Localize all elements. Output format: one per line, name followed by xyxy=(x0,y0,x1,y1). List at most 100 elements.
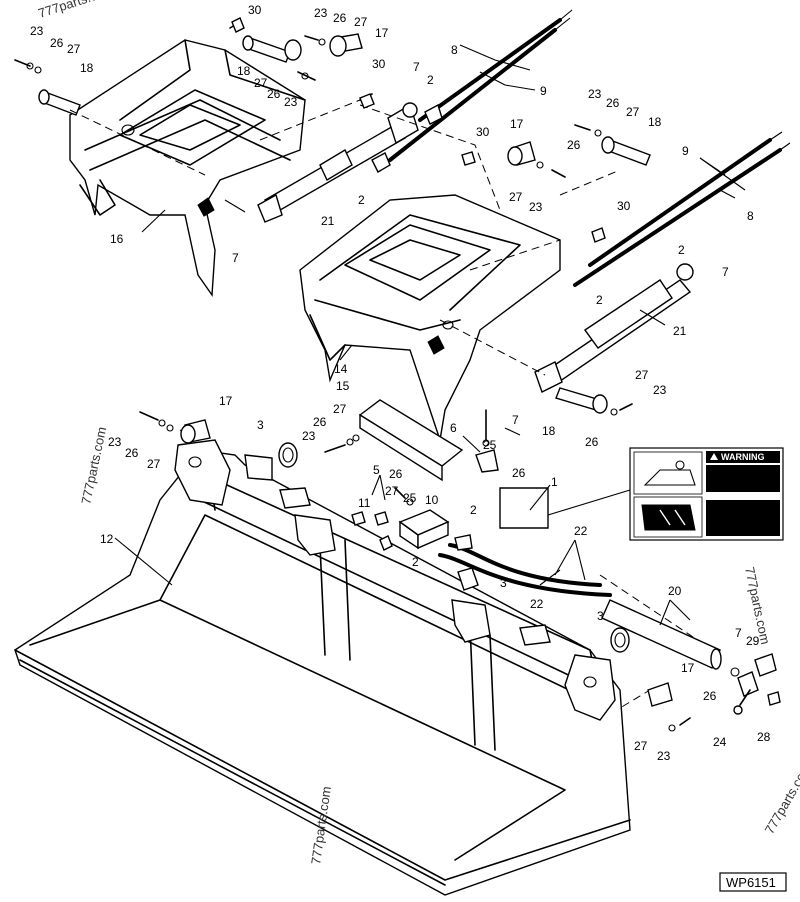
callout-18: 17 xyxy=(375,26,389,40)
callout-3: 2 xyxy=(358,193,365,207)
callout-29: 29 xyxy=(746,634,760,648)
callout-9: 7 xyxy=(413,60,420,74)
decal-1 xyxy=(499,487,549,529)
hoses-upper xyxy=(371,9,573,173)
callout-14: 12 xyxy=(100,532,114,546)
diagram-code-box: WP6151 xyxy=(719,872,787,892)
callout-18: 17 xyxy=(510,117,524,131)
callout-11: 9 xyxy=(682,144,689,158)
callout-9: 7 xyxy=(232,251,239,265)
callout-27: 27 xyxy=(509,190,523,204)
pin-19-right xyxy=(601,136,651,166)
grapple-frame-17 xyxy=(69,39,306,298)
callout-23: 23 xyxy=(653,383,667,397)
callout-27: 27 xyxy=(333,402,347,416)
fitting-6 xyxy=(457,567,479,591)
callout-3: 2 xyxy=(596,293,603,307)
callout-26: 26 xyxy=(313,415,327,429)
callout-27: 27 xyxy=(626,105,640,119)
callout-23: 23 xyxy=(588,87,602,101)
callout-5: 3 xyxy=(597,609,604,623)
callout-9: 7 xyxy=(722,265,729,279)
plate-16 xyxy=(358,399,464,482)
callout-19: 18 xyxy=(648,115,662,129)
callout-7: 6 xyxy=(450,421,457,435)
callout-15: 14 xyxy=(334,362,348,376)
callout-27: 27 xyxy=(354,15,368,29)
callout-30: 30 xyxy=(372,57,386,71)
callout-25: 25 xyxy=(403,491,417,505)
callout-27: 27 xyxy=(254,76,268,90)
cylinder-21-mid xyxy=(534,263,694,393)
seal-5-lower xyxy=(610,627,630,653)
hoses-mid xyxy=(573,131,791,287)
callout-23: 23 xyxy=(108,435,122,449)
callout-30: 30 xyxy=(476,125,490,139)
callout-27: 27 xyxy=(635,368,649,382)
callout-12: 10 xyxy=(425,493,439,507)
watermark-left: 777parts.com xyxy=(78,425,109,505)
callout-24: 24 xyxy=(713,735,727,749)
callout-8: 7 xyxy=(735,626,742,640)
callout-3: 2 xyxy=(678,243,685,257)
bucket-14 xyxy=(14,439,631,896)
callout-23: 23 xyxy=(302,429,316,443)
callout-26: 26 xyxy=(125,446,139,460)
callout-28: 28 xyxy=(757,730,771,744)
callout-11: 9 xyxy=(540,84,547,98)
callout-23: 23 xyxy=(314,6,328,20)
callout-17: 16 xyxy=(110,232,124,246)
seal-5-upper xyxy=(278,442,298,468)
callout-26: 26 xyxy=(389,467,403,481)
warning-decal: WARNING xyxy=(547,447,784,541)
pin-18-mid xyxy=(507,141,536,166)
small-fittings xyxy=(139,17,691,732)
pin-19-mid xyxy=(555,387,608,414)
callout-3: 2 xyxy=(427,73,434,87)
hoses-lower-22 xyxy=(438,534,612,597)
callout-26: 26 xyxy=(567,138,581,152)
callout-26: 26 xyxy=(333,11,347,25)
rod-end-parts xyxy=(730,653,781,715)
callout-22: 22 xyxy=(574,524,588,538)
callout-10: 8 xyxy=(451,43,458,57)
callout-21: 21 xyxy=(321,214,335,228)
pin-19-left xyxy=(38,89,81,116)
callout-22: 22 xyxy=(530,597,544,611)
callout-23: 23 xyxy=(284,95,298,109)
callout-19: 18 xyxy=(542,424,556,438)
bracket-7 xyxy=(475,449,499,473)
callout-26: 26 xyxy=(267,87,281,101)
callout-30: 30 xyxy=(617,199,631,213)
callout-26: 26 xyxy=(585,435,599,449)
watermark-top-left: 777parts.com xyxy=(36,0,116,21)
callout-26: 26 xyxy=(512,466,526,480)
callout-26: 26 xyxy=(50,36,64,50)
callout-9: 7 xyxy=(512,413,519,427)
callout-23: 23 xyxy=(529,200,543,214)
cylinder-20 xyxy=(601,599,722,670)
callout-10: 8 xyxy=(747,209,754,223)
pin-18-lower xyxy=(647,682,673,707)
callout-3: 2 xyxy=(412,555,419,569)
callout-25: 25 xyxy=(483,438,497,452)
callout-18: 17 xyxy=(219,394,233,408)
callout-23: 23 xyxy=(30,24,44,38)
diagram-code: WP6151 xyxy=(726,875,776,890)
cylinder-21-upper xyxy=(257,102,419,223)
callout-2: 5 xyxy=(373,463,380,477)
callout-1: 1 xyxy=(551,475,558,489)
callout-23: 23 xyxy=(657,749,671,763)
callout-26: 26 xyxy=(703,689,717,703)
callout-27: 27 xyxy=(634,739,648,753)
callout-27: 27 xyxy=(147,457,161,471)
pin-18-top xyxy=(329,33,363,57)
callout-13: 11 xyxy=(358,496,371,510)
callout-5: 3 xyxy=(257,418,264,432)
callout-27: 27 xyxy=(385,484,399,498)
decal-heading: WARNING xyxy=(721,452,765,462)
callout-19: 18 xyxy=(80,61,94,75)
manifold-12 xyxy=(398,509,450,550)
